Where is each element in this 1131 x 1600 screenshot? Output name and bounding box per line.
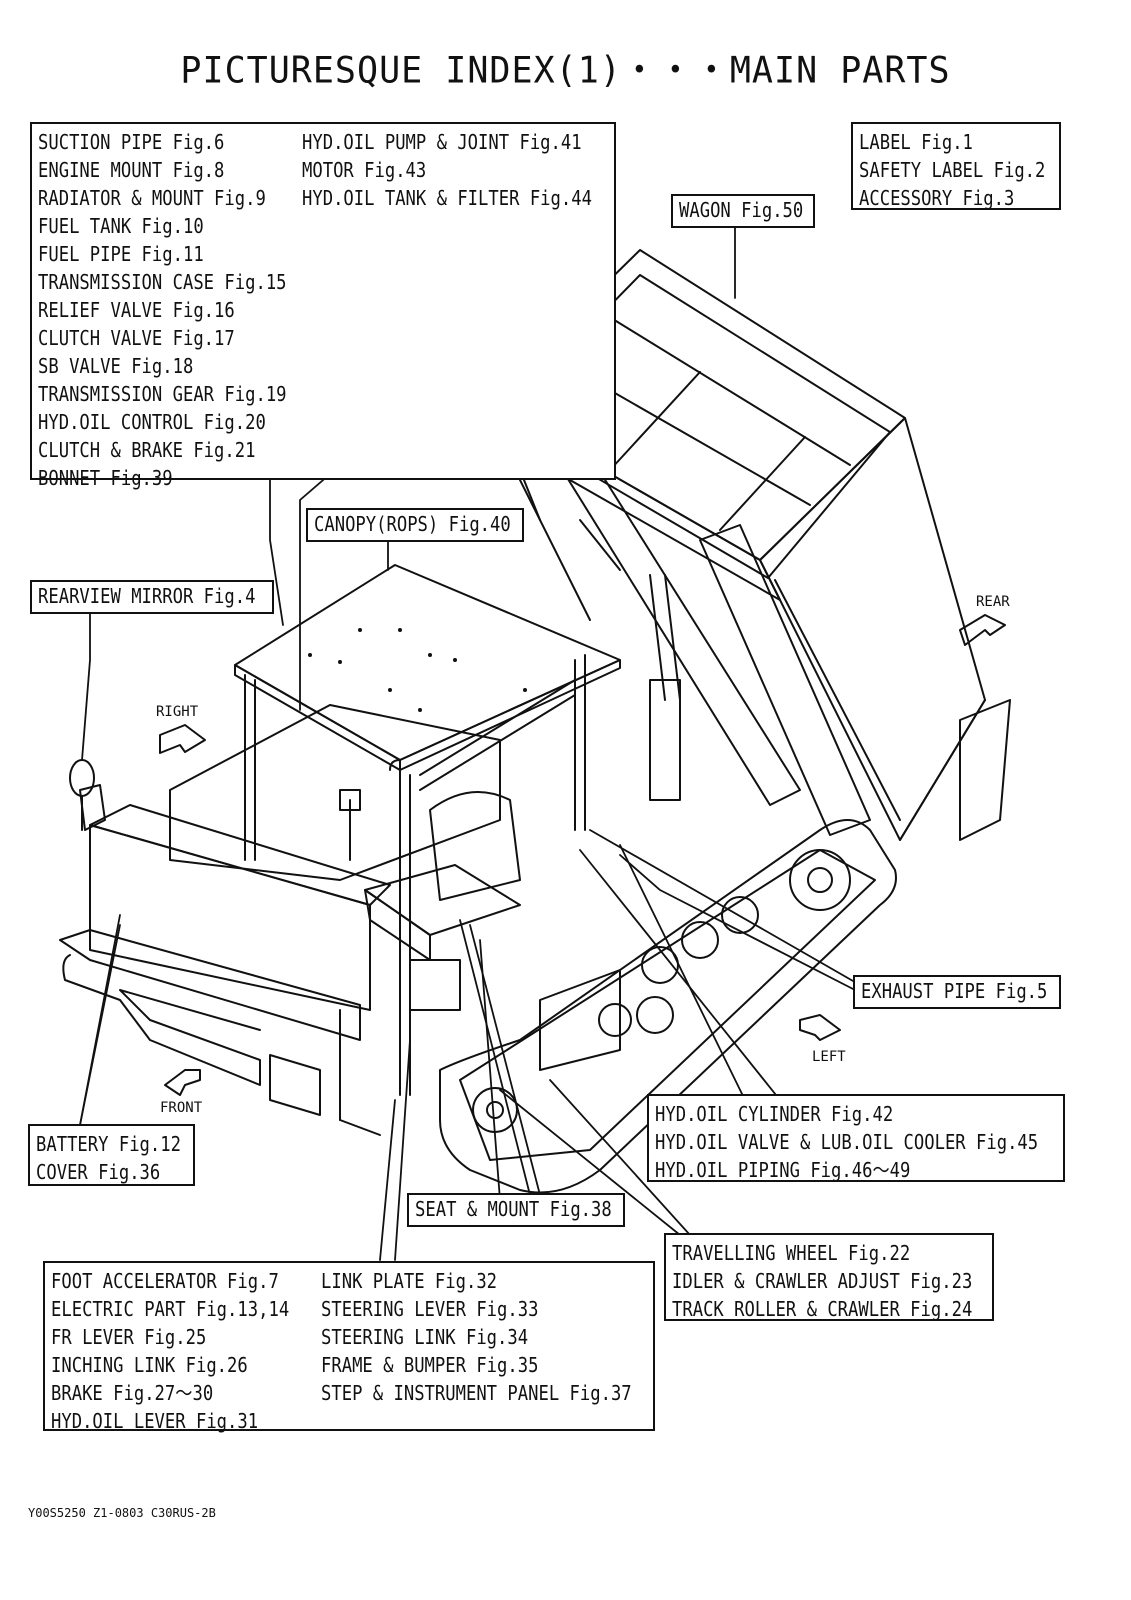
part-label: FUEL TANK Fig.10 <box>38 214 204 238</box>
part-label: BRAKE Fig.27～30 <box>51 1381 214 1405</box>
page-title: PICTURESQUE INDEX(1)・・・MAIN PARTS <box>180 50 951 93</box>
exhaust-label-box: EXHAUST PIPE Fig.5 <box>853 975 1061 1009</box>
part-label: MOTOR Fig.43 <box>302 158 427 182</box>
part-label: TRANSMISSION CASE Fig.15 <box>38 270 287 294</box>
front-arrow-icon <box>164 1069 201 1096</box>
part-label: FUEL PIPE Fig.11 <box>38 242 204 266</box>
part-label: TRACK ROLLER & CRAWLER Fig.24 <box>672 1297 973 1321</box>
part-label: CLUTCH VALVE Fig.17 <box>38 326 235 350</box>
left-arrow-icon <box>799 1014 841 1041</box>
hyd-oil-label-box: HYD.OIL CYLINDER Fig.42 HYD.OIL VALVE & … <box>647 1094 1065 1182</box>
part-label: SAFETY LABEL Fig.2 <box>859 158 1046 182</box>
part-label: HYD.OIL PUMP & JOINT Fig.41 <box>302 130 582 154</box>
part-label: COVER Fig.36 <box>36 1160 161 1184</box>
part-label: STEERING LINK Fig.34 <box>321 1325 529 1349</box>
part-label: CLUTCH & BRAKE Fig.21 <box>38 438 256 462</box>
part-label: RADIATOR & MOUNT Fig.9 <box>38 186 266 210</box>
part-label: WAGON Fig.50 <box>679 198 804 222</box>
part-label: HYD.OIL CYLINDER Fig.42 <box>655 1102 894 1126</box>
direction-left-label: LEFT <box>812 1049 846 1065</box>
part-label: EXHAUST PIPE Fig.5 <box>861 979 1048 1003</box>
rear-arrow-icon <box>959 614 1006 646</box>
wagon-label-box: WAGON Fig.50 <box>671 194 815 228</box>
part-label: FOOT ACCELERATOR Fig.7 <box>51 1269 279 1293</box>
part-label: LABEL Fig.1 <box>859 130 973 154</box>
travel-label-box: TRAVELLING WHEEL Fig.22 IDLER & CRAWLER … <box>664 1233 994 1321</box>
part-label: HYD.OIL PIPING Fig.46～49 <box>655 1158 911 1182</box>
document-code: Y00S5250 Z1-0803 C30RUS-2B <box>28 1506 216 1520</box>
seat-label-box: SEAT & MOUNT Fig.38 <box>407 1193 625 1227</box>
crawler-drawing <box>439 819 897 1194</box>
body-drawing <box>59 704 501 1136</box>
part-label: FR LEVER Fig.25 <box>51 1325 207 1349</box>
part-label: ENGINE MOUNT Fig.8 <box>38 158 225 182</box>
part-label: HYD.OIL VALVE & LUB.OIL COOLER Fig.45 <box>655 1130 1039 1154</box>
direction-front-label: FRONT <box>160 1100 203 1116</box>
part-label: SB VALVE Fig.18 <box>38 354 194 378</box>
part-label: TRANSMISSION GEAR Fig.19 <box>38 382 287 406</box>
part-label: BONNET Fig.39 <box>38 466 173 490</box>
battery-label-box: BATTERY Fig.12 COVER Fig.36 <box>28 1124 195 1186</box>
part-label: ACCESSORY Fig.3 <box>859 186 1015 210</box>
part-label: ELECTRIC PART Fig.13,14 <box>51 1297 290 1321</box>
direction-rear-label: REAR <box>976 594 1010 610</box>
part-label: TRAVELLING WHEEL Fig.22 <box>672 1241 911 1265</box>
canopy-label-box: CANOPY(ROPS) Fig.40 <box>306 508 524 542</box>
part-label: BATTERY Fig.12 <box>36 1132 181 1156</box>
parts-list-engine-box: SUCTION PIPE Fig.6 ENGINE MOUNT Fig.8 RA… <box>30 122 616 490</box>
part-label: HYD.OIL CONTROL Fig.20 <box>38 410 266 434</box>
mirror-label-box: REARVIEW MIRROR Fig.4 <box>30 580 274 614</box>
part-label: HYD.OIL LEVER Fig.31 <box>51 1409 259 1433</box>
part-label: SUCTION PIPE Fig.6 <box>38 130 225 154</box>
part-label: LINK PLATE Fig.32 <box>321 1269 498 1293</box>
part-label: INCHING LINK Fig.26 <box>51 1353 248 1377</box>
part-label: HYD.OIL TANK & FILTER Fig.44 <box>302 186 592 210</box>
seat-drawing <box>339 789 521 1011</box>
part-label: STEERING LEVER Fig.33 <box>321 1297 539 1321</box>
part-label: SEAT & MOUNT Fig.38 <box>415 1197 612 1221</box>
frame-parts-label-box: FOOT ACCELERATOR Fig.7 ELECTRIC PART Fig… <box>43 1261 655 1433</box>
right-arrow-icon <box>159 724 206 754</box>
part-label: STEP & INSTRUMENT PANEL Fig.37 <box>321 1381 632 1405</box>
label-list-box: LABEL Fig.1 SAFETY LABEL Fig.2 ACCESSORY… <box>851 122 1061 210</box>
part-label: FRAME & BUMPER Fig.35 <box>321 1353 539 1377</box>
direction-right-label: RIGHT <box>156 704 199 720</box>
part-label: CANOPY(ROPS) Fig.40 <box>314 512 511 536</box>
part-label: REARVIEW MIRROR Fig.4 <box>38 584 256 608</box>
part-label: RELIEF VALVE Fig.16 <box>38 298 235 322</box>
part-label: IDLER & CRAWLER ADJUST Fig.23 <box>672 1269 973 1293</box>
